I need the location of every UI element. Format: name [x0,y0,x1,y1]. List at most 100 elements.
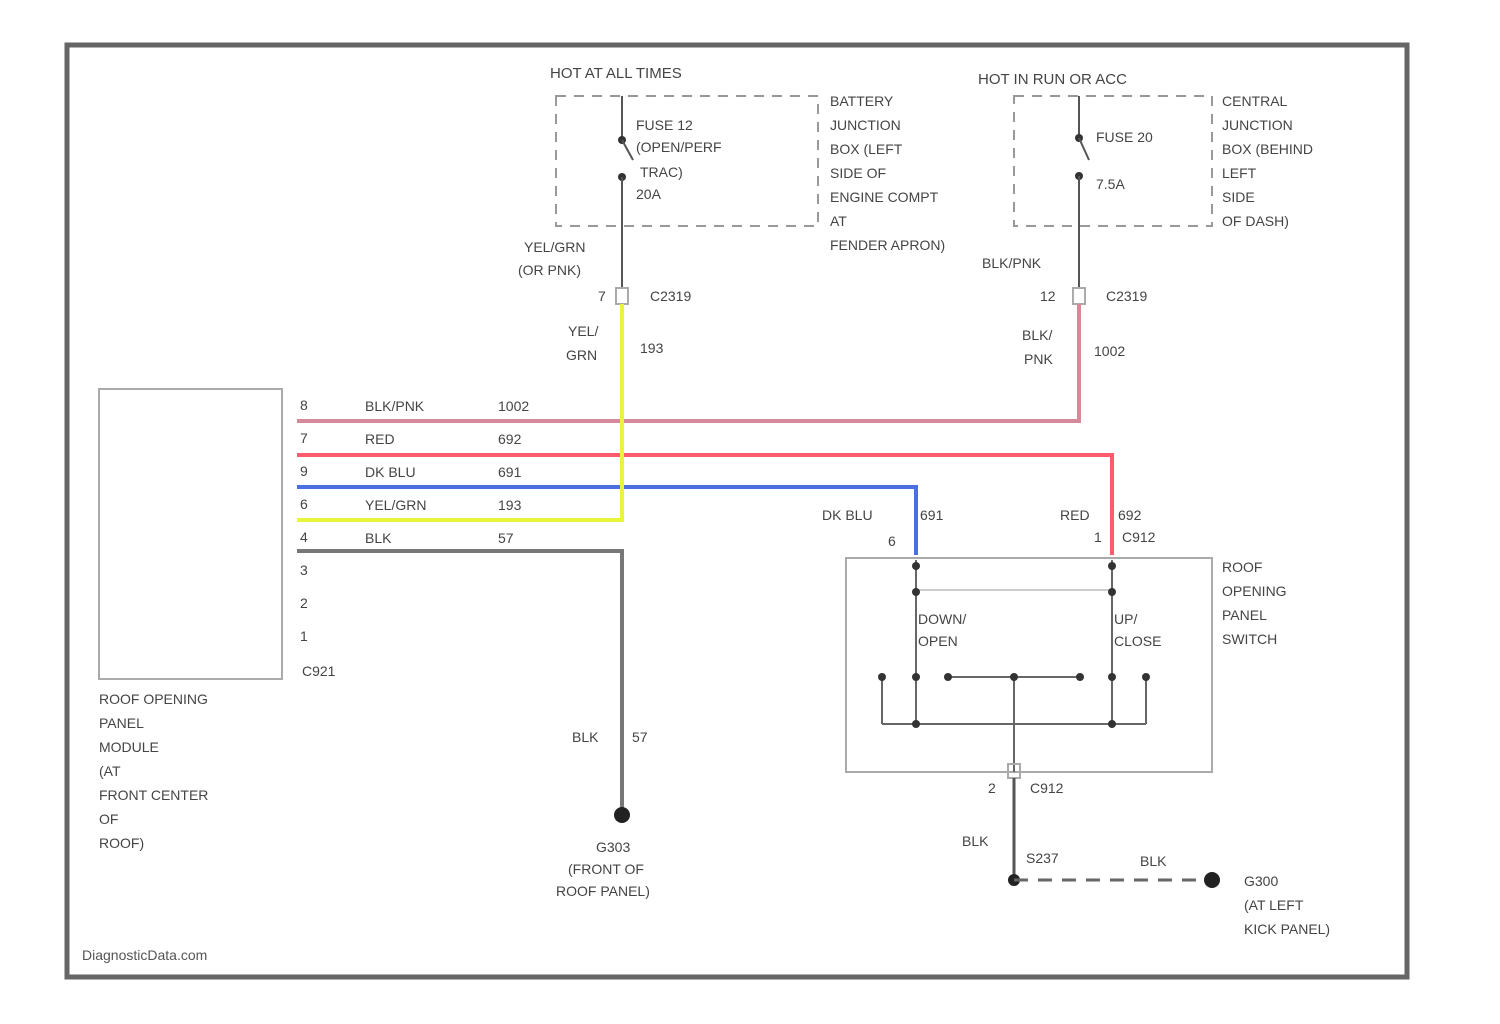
hot-in-run-label: HOT IN RUN OR ACC [978,71,1127,88]
g303-ground-icon [614,807,630,823]
switch-red-circuit: 692 [1118,507,1142,523]
svg-text:DK BLU: DK BLU [365,464,416,480]
svg-text:CENTRAL: CENTRAL [1222,93,1288,109]
switch-dk-blu-circuit: 691 [920,507,944,523]
roof-opening-panel-module [99,389,282,679]
svg-text:ROOF PANEL): ROOF PANEL) [556,883,650,899]
svg-text:OF DASH): OF DASH) [1222,213,1289,229]
svg-text:FRONT CENTER: FRONT CENTER [99,787,208,803]
battery-junction-box [556,96,818,226]
c2319-right-connector [1073,288,1085,304]
g300-wire-color: BLK [1140,853,1167,869]
fuse-20-icon [1075,96,1089,262]
svg-text:G303: G303 [596,839,630,855]
svg-text:OF: OF [99,811,118,827]
c2319-right-pin: 12 [1040,288,1056,304]
svg-text:JUNCTION: JUNCTION [830,117,901,133]
svg-text:OPENING: OPENING [1222,583,1287,599]
svg-text:ROOF: ROOF [1222,559,1262,575]
svg-text:4: 4 [300,529,308,545]
svg-text:BLK: BLK [365,530,392,546]
fuse-12-l1: FUSE 12 [636,117,693,133]
svg-text:RED: RED [365,431,395,447]
svg-text:1002: 1002 [498,398,529,414]
yel-grn-mid-l2: GRN [566,347,597,363]
g300-label: G300 (AT LEFT KICK PANEL) [1244,873,1330,937]
svg-text:FENDER APRON): FENDER APRON) [830,237,945,253]
svg-text:692: 692 [498,431,522,447]
fuse-12-l4: 20A [636,186,662,202]
svg-text:BLK/PNK: BLK/PNK [365,398,425,414]
blk-pnk-mid-circuit: 1002 [1094,343,1125,359]
g303-wire-color: BLK [572,729,599,745]
svg-text:8: 8 [300,397,308,413]
wire-blk-pnk-top: BLK/PNK [982,255,1042,271]
c2319-left-label: C2319 [650,288,691,304]
svg-text:(FRONT OF: (FRONT OF [568,861,644,877]
switch-pin-2: 2 [988,780,996,796]
fuse-20-l2: 7.5A [1096,176,1125,192]
switch-pin-1: 1 [1094,529,1102,545]
svg-text:BOX (BEHIND: BOX (BEHIND [1222,141,1313,157]
svg-text:(AT: (AT [99,763,121,779]
switch-up-close-l1: UP/ [1114,611,1137,627]
svg-text:3: 3 [300,562,308,578]
svg-text:57: 57 [498,530,514,546]
svg-text:193: 193 [498,497,522,513]
svg-text:G300: G300 [1244,873,1278,889]
switch-connector-top: C912 [1122,529,1156,545]
battery-junction-box-label: BATTERY JUNCTION BOX (LEFT SIDE OF ENGIN… [830,93,945,253]
svg-text:6: 6 [300,496,308,512]
svg-text:PANEL: PANEL [99,715,144,731]
svg-text:(AT LEFT: (AT LEFT [1244,897,1304,913]
c2319-left-pin: 7 [598,288,606,304]
fuse-12-icon [618,96,633,245]
splice-s237: S237 [1026,850,1059,866]
svg-text:MODULE: MODULE [99,739,159,755]
svg-text:ROOF): ROOF) [99,835,144,851]
svg-text:BOX (LEFT: BOX (LEFT [830,141,903,157]
switch-connector-bottom: C912 [1030,780,1064,796]
svg-text:BATTERY: BATTERY [830,93,894,109]
module-name-label: ROOF OPENING PANEL MODULE (AT FRONT CENT… [99,691,208,851]
blk-pnk-mid-l2: PNK [1024,351,1053,367]
svg-text:1: 1 [300,628,308,644]
switch-up-close-l2: CLOSE [1114,633,1161,649]
switch-blk-label: BLK [962,833,989,849]
yel-grn-mid-circuit: 193 [640,340,664,356]
switch-pin-6: 6 [888,533,896,549]
svg-text:7: 7 [300,430,308,446]
svg-text:PANEL: PANEL [1222,607,1267,623]
c2319-right-label: C2319 [1106,288,1147,304]
blk-pnk-mid-l1: BLK/ [1022,327,1052,343]
g300-ground-icon [1204,872,1220,888]
svg-text:SWITCH: SWITCH [1222,631,1277,647]
svg-text:SIDE: SIDE [1222,189,1255,205]
wire-yel-grn-top-l2: (OR PNK) [518,262,581,278]
module-connector-c921: C921 [302,663,336,679]
wire-blk-57 [297,551,622,812]
c2319-left-connector [616,288,628,304]
svg-text:JUNCTION: JUNCTION [1222,117,1293,133]
central-junction-box [1014,96,1212,226]
g303-wire-circuit: 57 [632,729,648,745]
svg-text:ENGINE COMPT: ENGINE COMPT [830,189,939,205]
watermark: DiagnosticData.com [82,947,207,963]
fuse-12-l3: TRAC) [640,164,683,180]
switch-dk-blu-label: DK BLU [822,507,873,523]
svg-text:9: 9 [300,463,308,479]
wire-yel-grn-top-l1: YEL/GRN [524,239,585,255]
g303-label: G303 (FRONT OF ROOF PANEL) [556,839,650,899]
switch-name-label: ROOF OPENING PANEL SWITCH [1222,559,1287,647]
fuse-20-l1: FUSE 20 [1096,129,1153,145]
svg-text:AT: AT [830,213,847,229]
hot-at-all-times-label: HOT AT ALL TIMES [550,65,682,82]
switch-down-open-l1: DOWN/ [918,611,966,627]
yel-grn-mid-l1: YEL/ [568,323,598,339]
svg-text:YEL/GRN: YEL/GRN [365,497,426,513]
svg-text:KICK PANEL): KICK PANEL) [1244,921,1330,937]
central-junction-box-label: CENTRAL JUNCTION BOX (BEHIND LEFT SIDE O… [1222,93,1313,229]
svg-text:ROOF OPENING: ROOF OPENING [99,691,208,707]
fuse-12-l2: (OPEN/PERF [636,139,722,155]
